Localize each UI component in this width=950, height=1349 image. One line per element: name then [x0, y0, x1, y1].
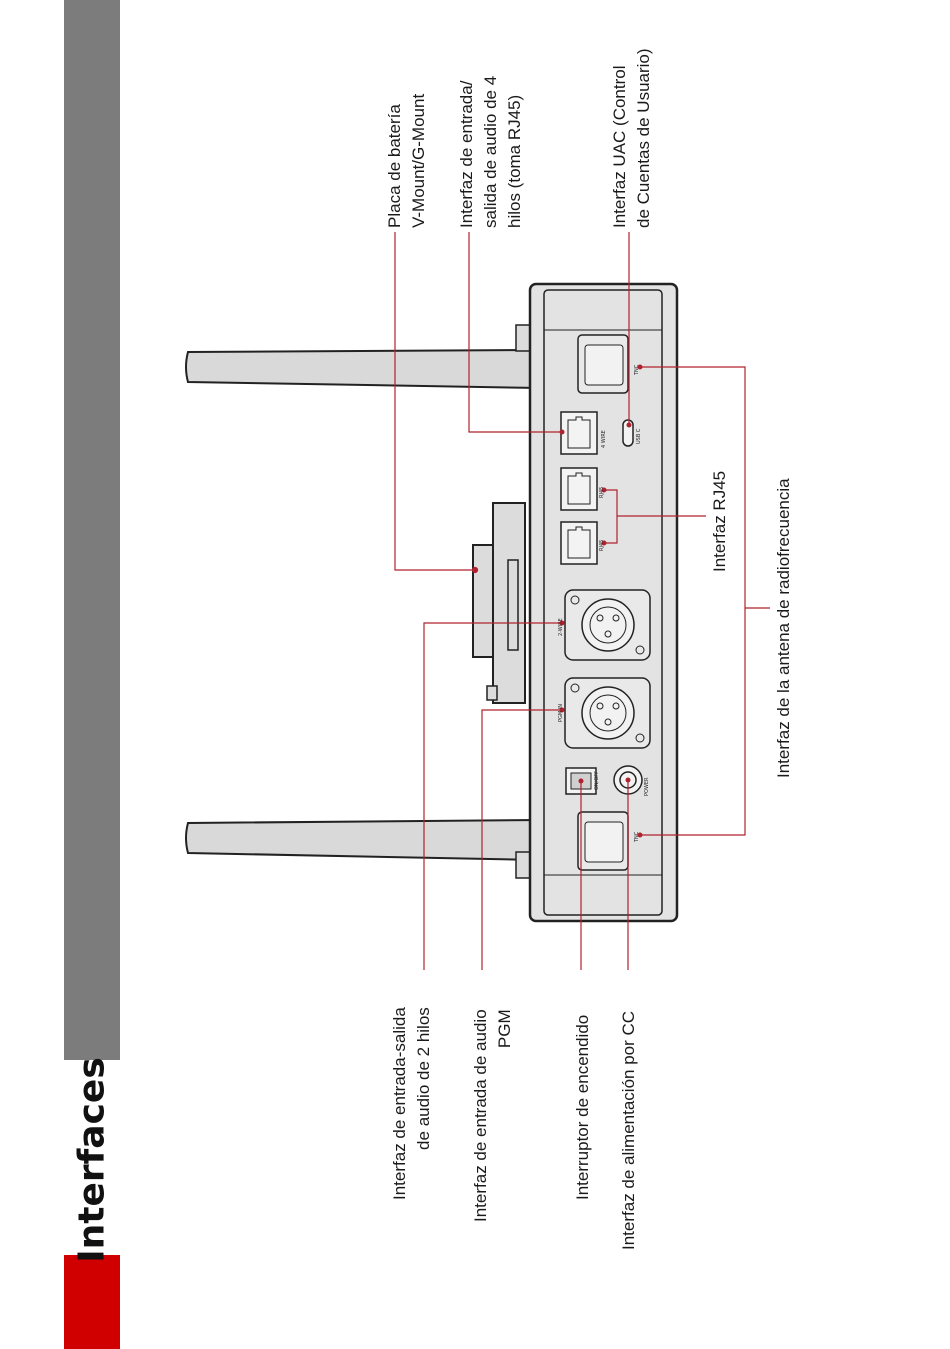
usb-c-port [622, 419, 634, 447]
antenna-top [185, 348, 541, 390]
label-uac: Interfaz UAC (Control de Cuentas de Usua… [608, 48, 656, 228]
label-uac-line2: de Cuentas de Usuario) [634, 48, 653, 228]
label-power-switch-text: Interruptor de encendido [573, 1014, 592, 1200]
section-marker [64, 1255, 120, 1349]
label-dc-power-text: Interfaz de alimentación por CC [619, 1010, 638, 1250]
callout-two-wire [423, 622, 562, 970]
battery-plate [472, 324, 531, 879]
xlr-pgm-connector [559, 677, 651, 749]
four-wire-port [559, 411, 598, 455]
label-pgm: Interfaz de entrada de audio PGM [469, 1009, 517, 1222]
label-rj45: Interfaz RJ45 [708, 471, 732, 572]
mark-tnc-bottom: TNC [634, 831, 640, 843]
mark-2wire: 2-WIRE [558, 618, 564, 636]
callout-pgm [481, 709, 562, 970]
rj45-port-b [560, 521, 607, 565]
callout-four-wire [468, 232, 562, 433]
label-two-wire-line2: de audio de 2 hilos [414, 1007, 433, 1150]
label-four-wire: Interfaz de entrada/ salida de audio de … [455, 76, 527, 228]
mark-pgm-in: PGM IN [558, 704, 564, 722]
label-four-wire-line1: Interfaz de entrada/ [457, 80, 476, 228]
label-power-switch: Interruptor de encendido [571, 1015, 595, 1200]
label-pgm-line1: Interfaz de entrada de audio [471, 1009, 490, 1222]
mark-tnc-top: TNC [634, 364, 640, 376]
label-two-wire-line1: Interfaz de entrada-salida [390, 1007, 409, 1200]
mark-four-wire: 4 WIRE [601, 430, 607, 448]
mark-rj45-b: RJ45 [599, 540, 605, 551]
label-four-wire-line2: salida de audio de 4 [481, 75, 500, 228]
label-rf-antenna: Interfaz de la antena de radiofrecuencia [772, 478, 796, 778]
mark-power: POWER [644, 777, 650, 796]
xlr-2wire-connector [559, 589, 651, 661]
mark-usb-c: USB C [636, 428, 642, 444]
tnc-connector-top [577, 334, 643, 394]
label-uac-line1: Interfaz UAC (Control [610, 65, 629, 229]
mark-on-off: ON/OFF [594, 771, 600, 790]
callout-lines [394, 232, 770, 970]
label-battery-plate-line1: Placa de batería [385, 104, 404, 228]
label-two-wire: Interfaz de entrada-salida de audio de 2… [388, 1007, 436, 1200]
callout-battery-plate [394, 232, 475, 571]
label-rj45-text: Interfaz RJ45 [710, 470, 729, 572]
label-battery-plate: Placa de batería V-Mount/G-Mount [383, 94, 431, 228]
label-four-wire-line3: hilos (toma RJ45) [505, 94, 524, 228]
rj45-port-a [560, 467, 607, 511]
label-pgm-line2: PGM [495, 1009, 514, 1049]
label-dc-power: Interfaz de alimentación por CC [617, 1011, 641, 1250]
callout-rf-antenna [640, 366, 746, 836]
mark-rj45-a: RJ45 [599, 487, 605, 498]
antenna-bottom [185, 818, 541, 862]
sidebar-bar [64, 0, 120, 1060]
label-rf-antenna-text: Interfaz de la antena de radiofrecuencia [774, 478, 793, 778]
label-battery-plate-line2: V-Mount/G-Mount [409, 93, 428, 228]
